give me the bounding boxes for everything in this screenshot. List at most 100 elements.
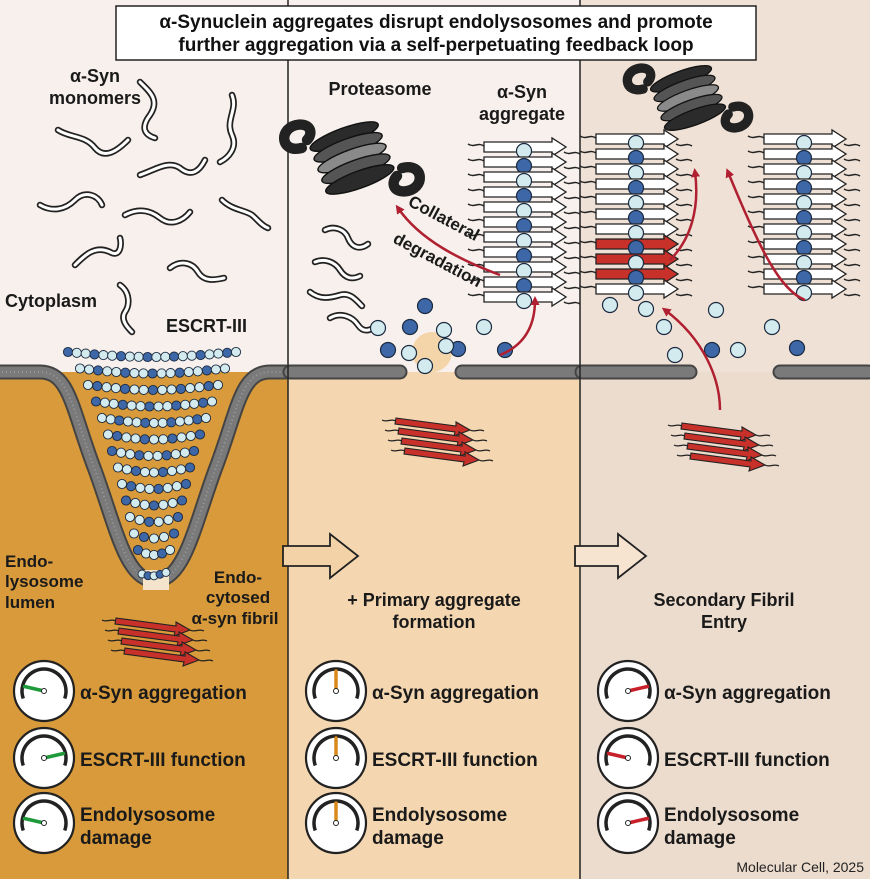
lumen-label-line3: lumen — [5, 593, 55, 612]
p3-gauge1-label: α-Syn aggregation — [664, 683, 831, 704]
gauge-icon — [12, 659, 76, 723]
lumen-label-line2: lysosome — [5, 572, 83, 591]
bead-icon — [515, 292, 533, 310]
p1-gauge2-label: ESCRT-III function — [80, 750, 246, 771]
monomer-icon — [168, 261, 226, 282]
bead-icon — [515, 217, 533, 235]
bead-icon — [185, 383, 196, 394]
bead-icon — [116, 447, 127, 458]
bead-icon — [126, 400, 137, 411]
bead-icon — [795, 254, 813, 272]
bead-icon — [128, 528, 140, 539]
monomer-icon — [220, 198, 270, 230]
monomer-icon — [313, 258, 362, 280]
bead-icon — [96, 412, 108, 424]
escrt-iii-spiral — [62, 346, 242, 581]
monomer-icon — [308, 290, 364, 308]
bead-icon — [102, 429, 114, 440]
bead-icon — [148, 417, 160, 429]
bead-icon — [194, 429, 206, 440]
bead-icon — [144, 401, 155, 412]
bead-icon — [71, 347, 82, 358]
bead-icon — [400, 344, 418, 362]
bead-icon — [148, 500, 160, 511]
bead-icon — [156, 368, 167, 379]
bead-icon — [212, 379, 224, 391]
bead-icon — [106, 445, 118, 457]
bead-icon — [515, 157, 533, 175]
panel2-membrane — [282, 332, 586, 380]
bead-icon — [138, 384, 149, 395]
gauge-icon — [304, 726, 368, 790]
bead-icon — [515, 262, 533, 280]
bead-icon — [139, 467, 151, 478]
bead-icon — [437, 337, 455, 355]
bead-icon — [74, 363, 86, 374]
bead-icon — [163, 514, 174, 525]
bead-icon — [124, 351, 135, 362]
bead-icon — [627, 239, 645, 257]
aggregate-label-line2: aggregate — [479, 104, 565, 124]
lumen-label-line1: Endo- — [5, 552, 53, 571]
p1-gauge3-label-line1: Endolysosome — [80, 805, 215, 826]
bead-icon — [788, 339, 806, 357]
gauge-icon — [596, 659, 660, 723]
fibril-label-line1: Endo- — [214, 568, 262, 587]
panel1-labels: α-Syn monomers Cytoplasm ESCRT-III Endo-… — [5, 66, 278, 628]
bead-icon — [122, 416, 134, 427]
monomers-label-line2: monomers — [49, 88, 141, 108]
bead-icon — [795, 179, 813, 197]
bead-icon — [183, 366, 194, 378]
bead-icon — [180, 478, 192, 490]
gauge-icon — [304, 791, 368, 855]
bead-icon — [795, 224, 813, 242]
bead-icon — [176, 495, 188, 506]
panel3-caption-line2: Entry — [701, 612, 747, 632]
bead-icon — [204, 349, 215, 360]
bead-icon — [183, 415, 194, 426]
bead-icon — [105, 414, 116, 425]
bead-icon — [110, 383, 121, 394]
bead-icon — [180, 399, 191, 410]
bead-icon — [158, 499, 169, 510]
bead-icon — [82, 379, 94, 391]
bead-icon — [142, 351, 153, 363]
bead-icon — [435, 321, 453, 339]
gauge-icon — [12, 726, 76, 790]
escrt-label: ESCRT-III — [166, 316, 247, 336]
bead-icon — [138, 531, 150, 543]
bead-icon — [515, 277, 533, 295]
bead-icon — [203, 381, 214, 392]
bead-icon — [515, 232, 533, 250]
bead-icon — [230, 346, 242, 358]
bead-icon — [160, 351, 171, 362]
bead-icon — [795, 269, 813, 287]
bead-icon — [148, 434, 160, 445]
bead-icon — [627, 194, 645, 212]
aggregate-stacks — [467, 128, 861, 310]
bead-icon — [139, 499, 150, 510]
bead-icon — [188, 445, 200, 457]
gauges — [12, 659, 660, 855]
bead-icon — [627, 209, 645, 227]
bead-icon — [153, 516, 164, 527]
bead-icon — [157, 467, 169, 478]
bead-icon — [627, 164, 645, 182]
degradation-arrows — [395, 168, 806, 411]
bead-icon — [416, 357, 434, 375]
bead-icon — [515, 187, 533, 205]
bead-icon — [184, 462, 196, 473]
bead-icon — [795, 239, 813, 257]
proteasome-icon — [279, 119, 425, 197]
gauge-icon — [304, 659, 368, 723]
bead-icon — [176, 432, 187, 443]
bead-icon — [130, 465, 142, 477]
bead-icon — [80, 348, 91, 359]
panel3-labels: Secondary Fibril Entry — [653, 590, 794, 632]
bead-icon — [186, 350, 197, 361]
proteasome-icon — [622, 63, 754, 133]
bead-icon — [627, 134, 645, 152]
title-line1: α-Synuclein aggregates disrupt endolysos… — [159, 12, 712, 33]
bead-icon — [189, 398, 200, 409]
proteasome-label: Proteasome — [328, 79, 431, 99]
